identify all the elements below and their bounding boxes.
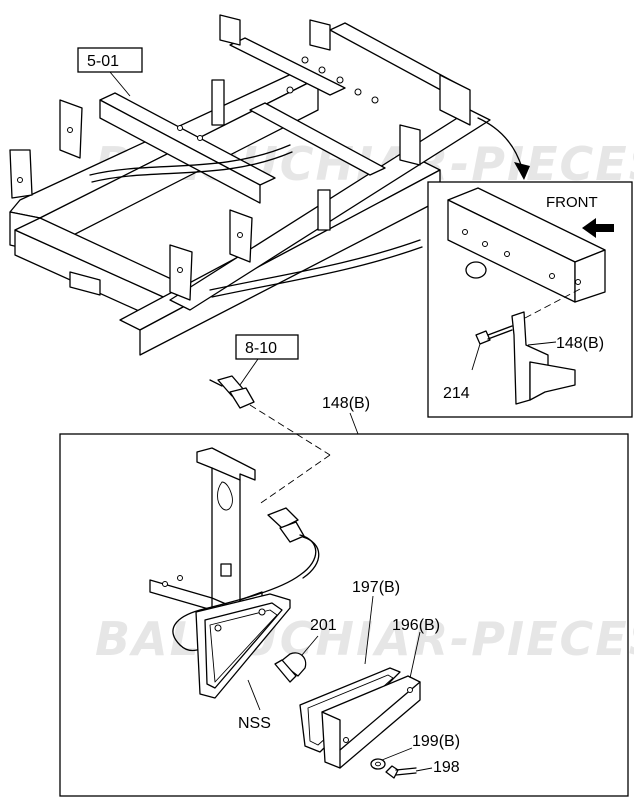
frame-reference-callout: 5-01: [77, 47, 143, 97]
detail-pointer-arrow: [477, 117, 530, 180]
detail-inset: FRONT 148(B) 214: [427, 181, 633, 418]
lamp-wire: [172, 454, 331, 652]
lens: 196(B): [321, 617, 440, 769]
washer-part-label: 199(B): [412, 733, 460, 750]
harness-connector: 8-10: [209, 334, 331, 456]
bulb: 201: [274, 617, 337, 683]
washer: 199(B): [370, 733, 460, 770]
lens-part-label: 196(B): [392, 617, 440, 634]
lens-gasket-part-label: 197(B): [352, 579, 400, 596]
bulb-part-label: 201: [310, 617, 337, 634]
screw-part-label: 198: [433, 759, 460, 776]
bolt-part-label: 214: [443, 385, 470, 402]
inset-bracket-part-label: 148(B): [556, 335, 604, 352]
bracket-assembly-label: 148(B): [322, 395, 370, 412]
assembly-box: 148(B): [59, 395, 629, 797]
chassis-frame: [9, 14, 491, 356]
screw: 198: [385, 759, 460, 779]
watermark-bottom: BALOUCHIAR-PIECES.FR: [95, 612, 634, 666]
watermark-layer: BALOUCHIAR-PIECES.FR BALOUCHIAR-PIECES.F…: [95, 137, 634, 666]
harness-reference-label: 8-10: [245, 340, 277, 357]
frame-reference-label: 5-01: [87, 53, 119, 70]
housing-part-label: NSS: [238, 715, 271, 732]
lamp-housing: NSS: [195, 593, 291, 732]
mounting-bracket: [149, 447, 263, 613]
front-direction-label: FRONT: [546, 194, 598, 211]
front-arrow-icon: [582, 218, 614, 238]
